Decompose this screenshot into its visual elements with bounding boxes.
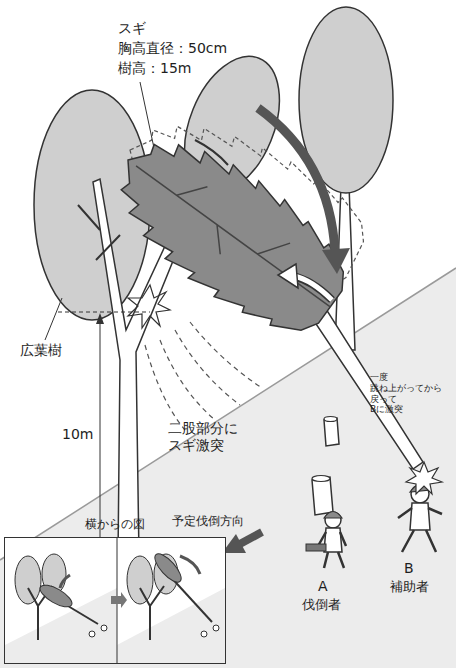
leader-line: [45, 298, 62, 340]
rebound-note: 一度 跳ね上がってから 戻って Bに激突: [370, 372, 379, 415]
person-letter: A: [318, 578, 328, 595]
motion-line: [145, 322, 262, 430]
inset-broadleaf-crown: [127, 556, 153, 604]
inset-person: [89, 631, 95, 637]
direction-label: 予定伐倒方向: [172, 514, 244, 528]
person-head: [325, 512, 341, 528]
chainsaw: [306, 544, 326, 551]
felling-direction-arrow: [238, 532, 262, 545]
inset-cedar-crown: [37, 581, 75, 611]
falling-arrowhead: [322, 248, 350, 274]
inset-background: [4, 537, 226, 664]
inset-person: [201, 631, 207, 637]
impact-burst: [128, 285, 170, 328]
inset-panel: 横からの図: [4, 537, 226, 664]
stump-top: [312, 476, 330, 482]
inset-person: [213, 625, 219, 631]
cedar-crown: [93, 111, 366, 355]
height-label: 樹高：15m: [118, 60, 191, 77]
inset-arrow: [180, 556, 200, 574]
stump: [312, 477, 333, 515]
rebound-arrowhead: [278, 264, 298, 288]
impact-note: 二股部分に スギ激突: [168, 420, 182, 454]
motion-line: [195, 140, 228, 165]
stump-top: [324, 417, 337, 422]
slope-line: [0, 268, 456, 560]
dimension-label: 10m: [62, 426, 93, 443]
role-label: 伐倒者: [302, 597, 341, 613]
person-body: [410, 503, 430, 530]
slope-ground: [0, 268, 456, 668]
species-label: 広葉樹: [20, 342, 62, 359]
role-label: 補助者: [390, 579, 429, 595]
inset-broadleaf-trunk: [140, 586, 164, 640]
rebound-arrow: [294, 276, 332, 300]
stump: [324, 418, 339, 446]
broadleaf-crown: [34, 90, 150, 320]
person-letter: B: [404, 560, 414, 577]
species-label: スギ: [118, 20, 146, 37]
inset-arrow: [60, 575, 70, 588]
helmet: [324, 512, 342, 519]
person-limbs: [398, 508, 442, 552]
inset-cedar-crown: [151, 550, 185, 586]
impact-burst: [406, 462, 442, 494]
inset-broadleaf-crown: [15, 556, 41, 604]
diameter-label: 胸高直径：50cm: [118, 40, 227, 57]
falling-arrow: [258, 108, 335, 252]
inset-person: [101, 625, 107, 631]
inset-sequence-arrow: [111, 592, 127, 608]
person-body: [324, 528, 342, 552]
